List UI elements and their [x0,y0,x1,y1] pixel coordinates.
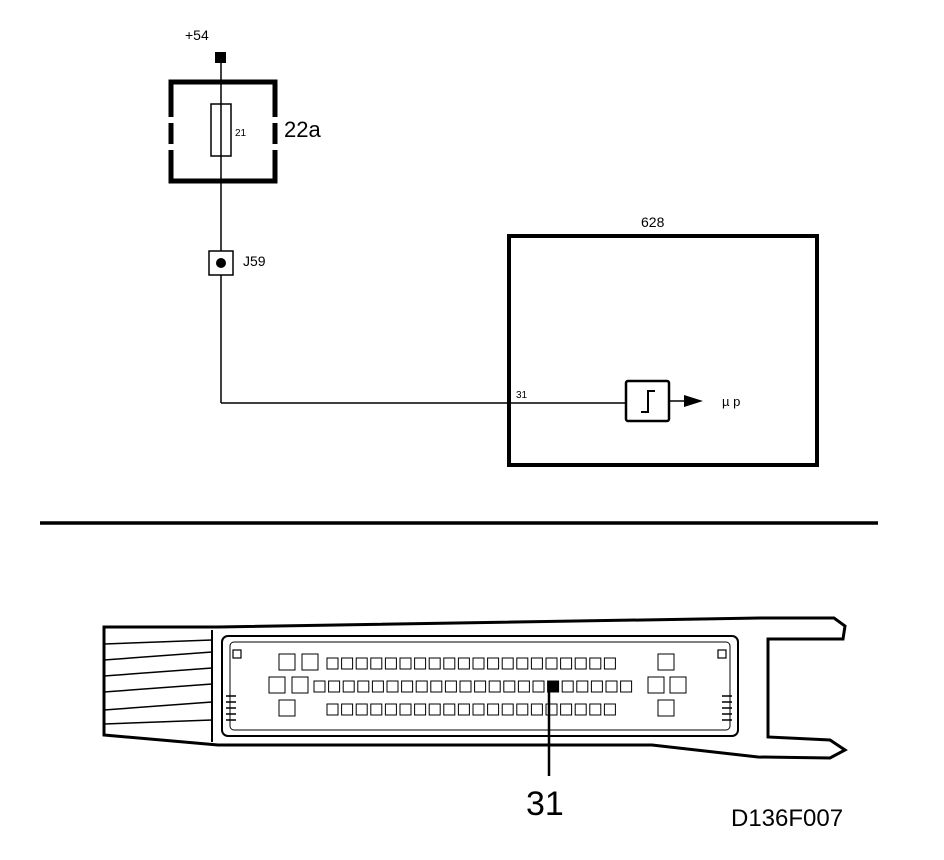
control-unit-pin: 31 [516,390,528,401]
figure-code: D136F007 [731,805,843,832]
pin-cavity [384,703,397,716]
pin-cavity [545,657,558,670]
supply-wire [220,60,626,404]
pin-cavity [589,703,602,716]
pin-cavity [371,680,384,693]
pin-cavity [574,703,587,716]
control-unit-box [507,234,819,467]
pin-cavity [443,703,456,716]
large-cavity [268,676,286,694]
pin-cavity [355,657,368,670]
pin-cavity [474,680,487,693]
pin-cavity [313,680,326,693]
pin-cavity [430,680,443,693]
pin-cavity [532,680,545,693]
callout-pin-label: 31 [526,785,564,823]
pin-cavity [472,657,485,670]
pin-cavity [501,657,514,670]
fuse-box [166,79,280,184]
junction-box [208,250,234,276]
pin-cavity [457,703,470,716]
pin-cavity [326,657,339,670]
large-cavity [301,653,319,671]
pin-cavity [357,680,370,693]
pin-cavity [414,703,427,716]
pin-cavity [399,657,412,670]
pin-cavity [457,657,470,670]
pin-cavity [399,703,412,716]
pin-cavity [386,680,399,693]
pin-cavity [355,703,368,716]
pin-cavity [605,680,618,693]
junction-label: J59 [243,253,266,269]
pin-cavity [428,703,441,716]
large-cavity [291,676,309,694]
large-cavity [669,676,687,694]
pin-cavity [342,680,355,693]
pin-cavity [501,703,514,716]
pin-cavity [574,657,587,670]
output-arrow-icon [684,395,703,407]
pin-cavity [488,680,501,693]
pin-cavity [530,657,543,670]
connector-drawing [102,616,848,760]
pin-cavity [603,657,616,670]
pin-cavity [341,703,354,716]
pin-cavity [472,703,485,716]
large-cavity [278,653,296,671]
pin-cavity [326,703,339,716]
supply-label: +54 [185,27,209,43]
pin-cavity [590,680,603,693]
pin-cavity [401,680,414,693]
pin-cavity [517,680,530,693]
pin-cavity [560,703,573,716]
output-label: µ p [722,394,740,409]
pin-cavity [561,680,574,693]
pin-cavity [487,657,500,670]
connector-pin-grid [268,653,687,717]
pin-cavity [576,680,589,693]
pin-cavity [328,680,341,693]
pin-cavity [560,657,573,670]
pin-cavity [370,657,383,670]
pin-cavity [620,680,633,693]
pin-cavity [341,657,354,670]
pin-cavity [589,657,602,670]
pin-cavity [384,657,397,670]
supply-terminal [215,52,226,63]
fuse-number: 21 [235,128,247,139]
pin-cavity [414,657,427,670]
pin-cavity [545,703,558,716]
pin-cavity [415,680,428,693]
large-cavity [278,699,296,717]
pin-cavity [503,680,516,693]
pin-cavity [487,703,500,716]
pin-cavity [459,680,472,693]
pin-31-cavity [547,680,560,693]
pin-cavity [603,703,616,716]
step-symbol [641,390,655,413]
large-cavity [657,699,675,717]
control-unit-label: 628 [641,214,665,230]
pin-cavity [428,657,441,670]
pin-cavity [516,657,529,670]
large-cavity [657,653,675,671]
fuse-box-label: 22a [284,117,321,142]
pin-cavity [443,657,456,670]
pin-cavity [370,703,383,716]
pin-cavity [530,703,543,716]
large-cavity [647,676,665,694]
junction-dot [216,258,226,268]
pin-cavity [444,680,457,693]
pin-cavity [516,703,529,716]
